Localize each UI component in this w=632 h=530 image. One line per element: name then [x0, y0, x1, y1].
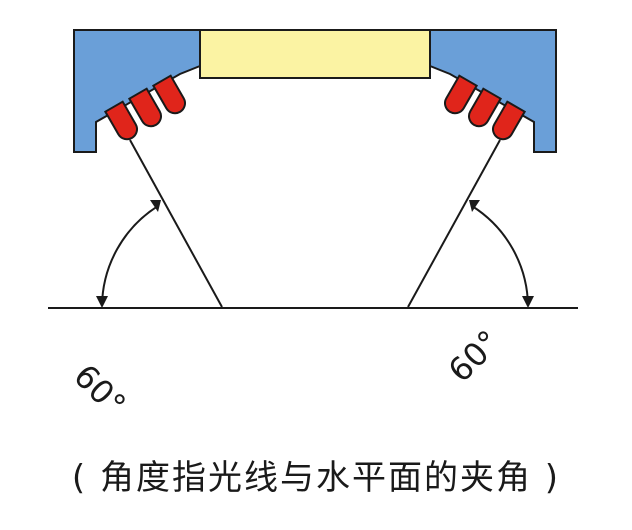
right-led-array — [444, 74, 527, 141]
left-light-ray — [129, 139, 223, 308]
right-angle-label: 60° — [441, 323, 508, 390]
left-arc-arrowhead-bottom — [96, 296, 108, 308]
left-arc-arrowhead-top — [150, 200, 161, 212]
caption: ( 角度指光线与水平面的夹角 ) — [71, 458, 561, 498]
right-light-ray — [407, 139, 501, 308]
left-led-array — [103, 74, 186, 141]
right-angle-arc — [471, 205, 529, 307]
led — [444, 74, 479, 115]
right-arc-arrowhead-top — [469, 200, 480, 212]
left-angle-label: 60° — [66, 357, 133, 424]
led — [151, 74, 186, 115]
led — [468, 87, 503, 128]
led — [103, 100, 138, 141]
lens-window — [199, 29, 431, 79]
right-arc-arrowhead-bottom — [522, 296, 534, 308]
led — [127, 87, 162, 128]
left-angle-arc — [101, 205, 159, 307]
led — [492, 100, 527, 141]
